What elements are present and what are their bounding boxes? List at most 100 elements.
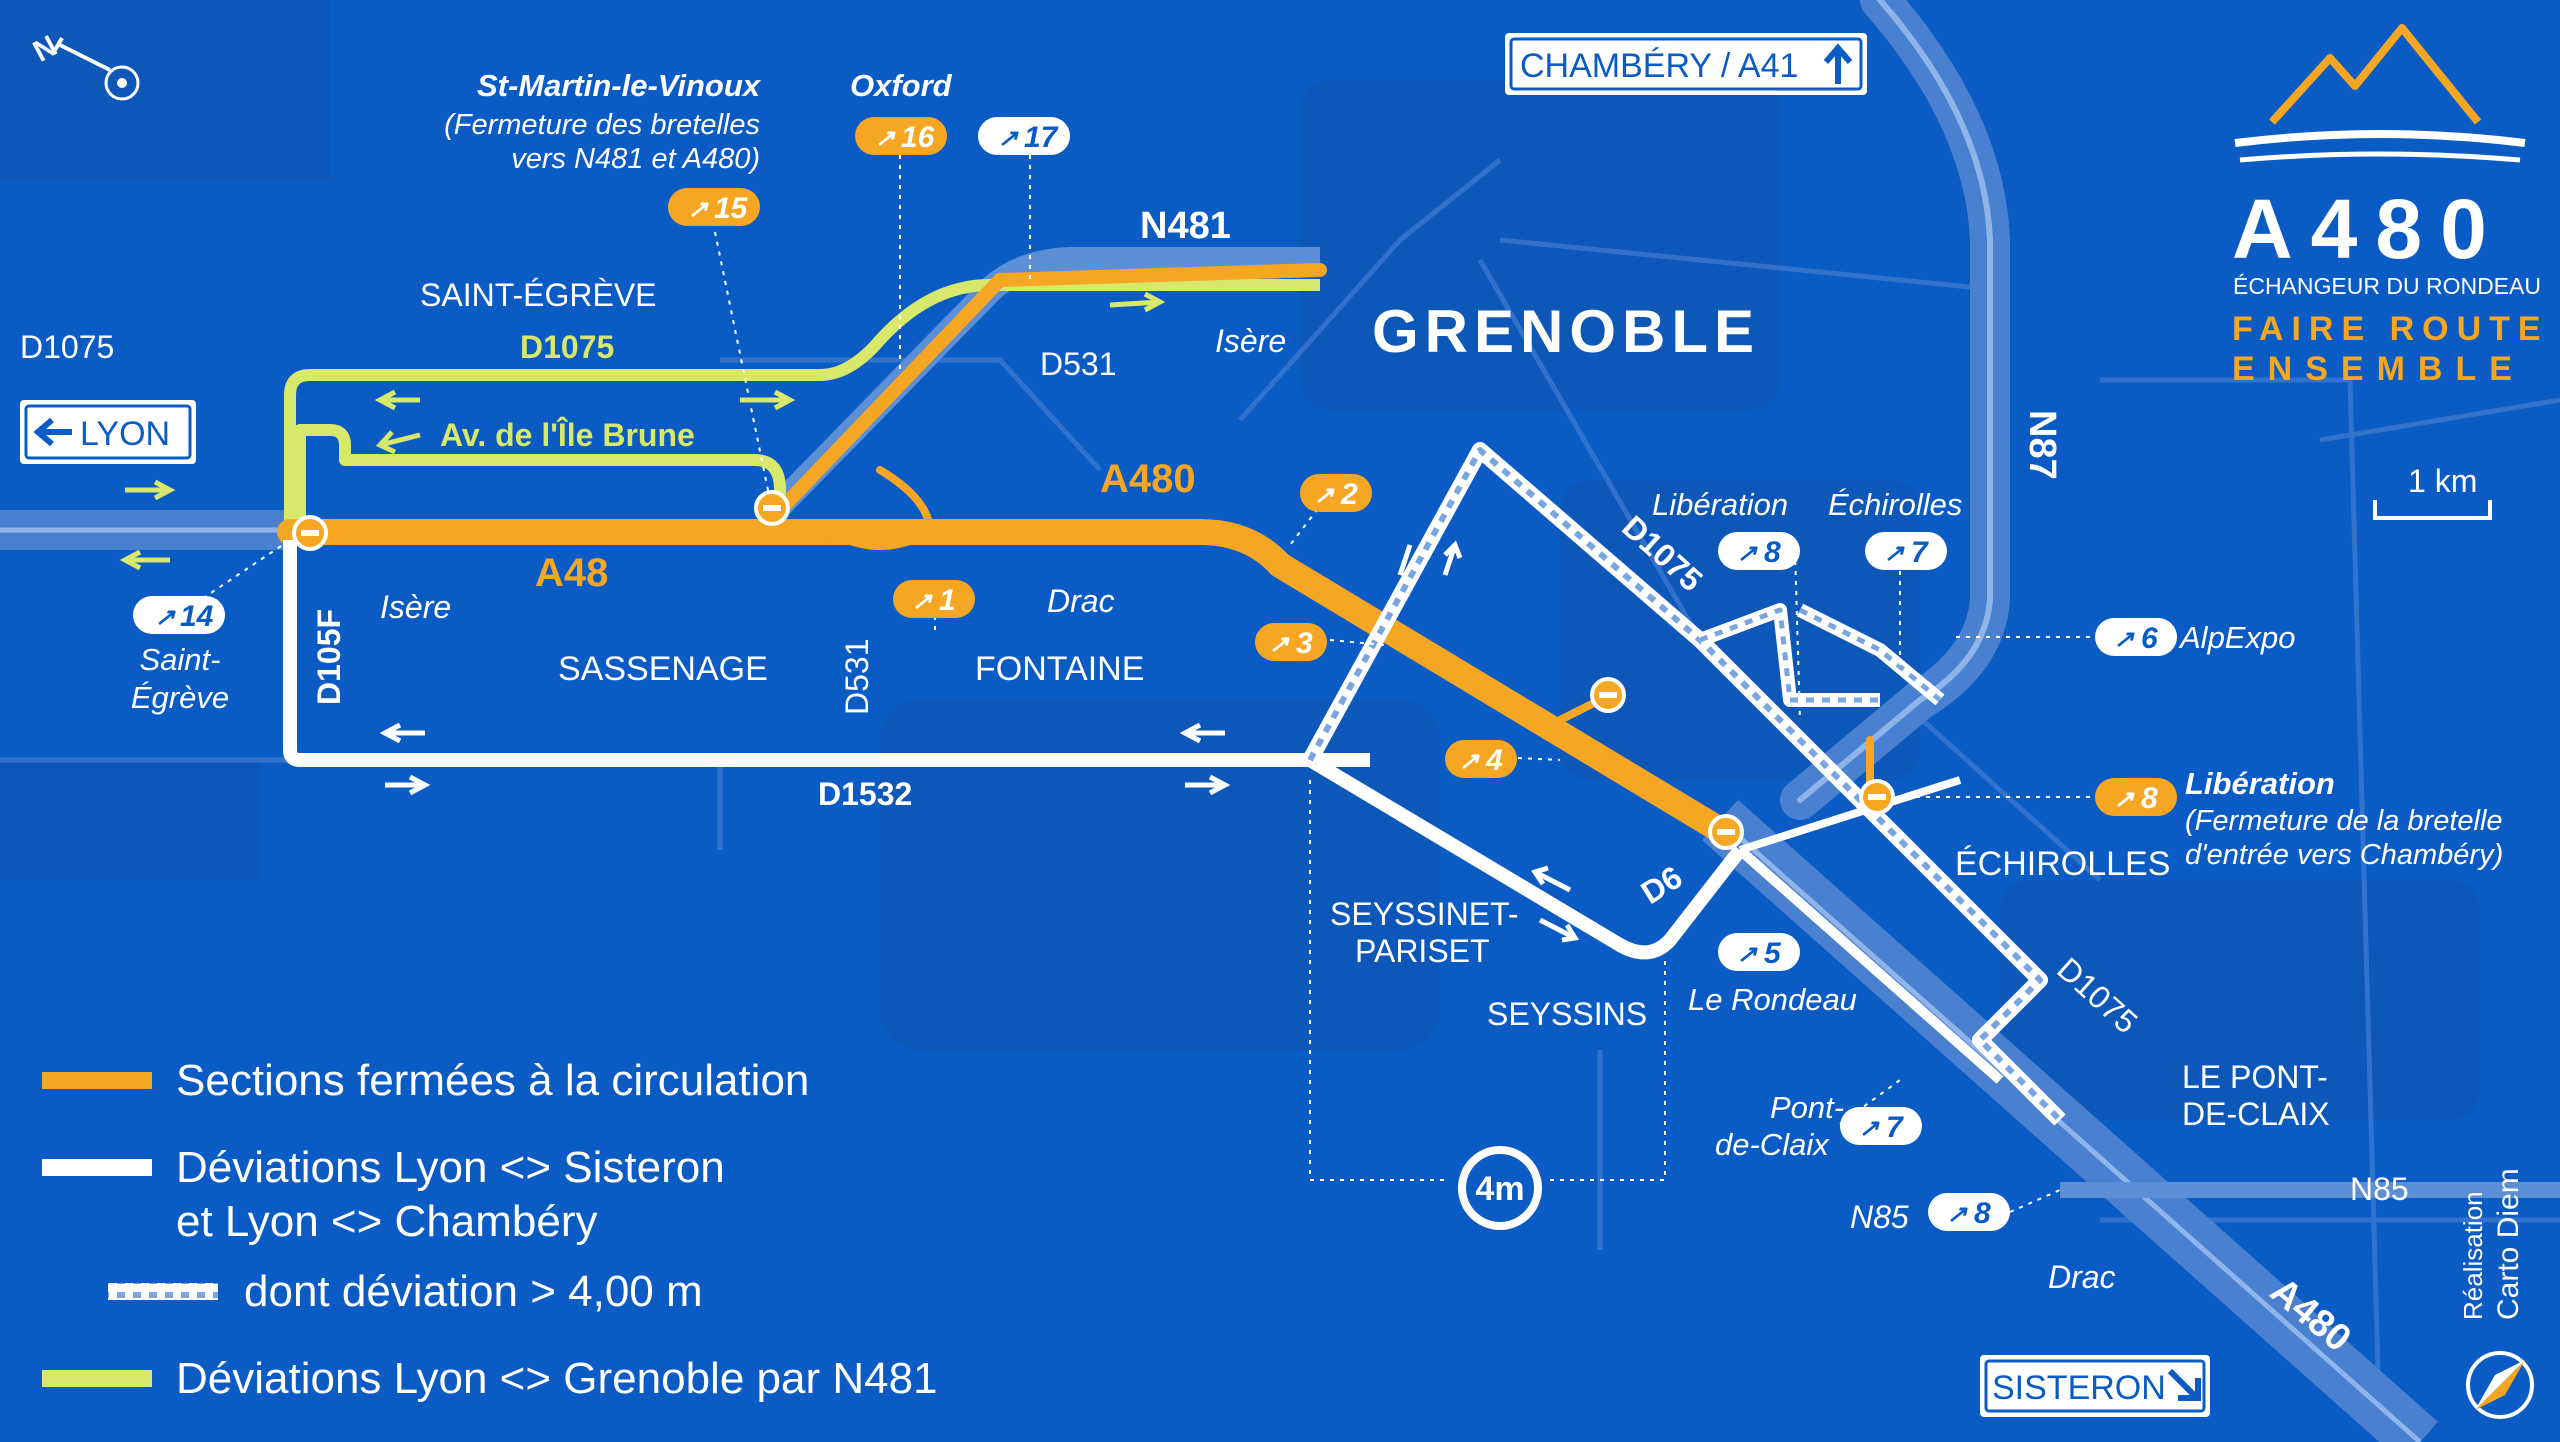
road-label-d6: D6 <box>1635 859 1689 911</box>
mountain-logo-icon <box>2269 24 2482 125</box>
svg-text:↗: ↗ <box>155 604 176 631</box>
svg-text:SISTERON: SISTERON <box>1992 1369 2166 1407</box>
exit-badge-17: ↗17 <box>978 117 1070 155</box>
brand-block: A480 ÉCHANGEUR DU RONDEAU FAIRE ROUTE EN… <box>2232 24 2549 388</box>
exit-badge-5: ↗5 <box>1718 933 1800 971</box>
road-label-d1532: D1532 <box>818 776 912 812</box>
svg-text:↗: ↗ <box>2114 786 2135 813</box>
road-label-n87: N87 <box>2021 410 2063 480</box>
svg-text:↗: ↗ <box>688 196 709 223</box>
exit-label-st-martin: St-Martin-le-Vinoux <box>477 68 762 103</box>
road-label-n481: N481 <box>1140 205 1231 247</box>
svg-text:1 km: 1 km <box>2408 463 2477 499</box>
exit-badge-1: ↗1 <box>893 580 975 618</box>
height-limit-sign: 4m <box>1458 1146 1542 1230</box>
highway-n481 <box>770 247 1320 515</box>
closure-marker <box>1859 779 1895 815</box>
closure-marker <box>1708 814 1744 850</box>
svg-text:16: 16 <box>901 121 935 154</box>
svg-text:7: 7 <box>1886 1111 1904 1144</box>
highway-a480-south <box>1702 799 2438 1442</box>
highway-a480-north <box>1780 0 2010 820</box>
place-label-saint-egreve: SAINT-ÉGRÈVE <box>420 277 657 313</box>
direction-arrows <box>119 291 1580 943</box>
svg-text:5: 5 <box>1764 937 1782 970</box>
place-label-pont-de-claix-1: LE PONT- <box>2182 1059 2328 1095</box>
exit-label-liberation-note2: d'entrée vers Chambéry) <box>2185 839 2503 871</box>
city-label-grenoble: GRENOBLE <box>1372 298 1760 365</box>
svg-text:8: 8 <box>1764 536 1781 569</box>
river-label-drac-1: Drac <box>1047 583 1115 619</box>
closure-marker <box>1590 677 1626 713</box>
legend-label-detour-high: dont déviation > 4,00 m <box>244 1267 703 1316</box>
svg-text:4: 4 <box>1485 744 1503 777</box>
compass-logo-icon <box>2466 1351 2534 1419</box>
legend: Sections fermées à la circulation Déviat… <box>42 1056 938 1403</box>
scale-bar: 1 km <box>2373 463 2492 520</box>
legend-swatch-detour <box>42 1159 152 1176</box>
closure-markers <box>292 490 1895 850</box>
place-label-seyssins: SEYSSINS <box>1487 996 1647 1032</box>
svg-text:↗: ↗ <box>1859 1115 1880 1142</box>
exit-badge-2: ↗2 <box>1300 474 1372 512</box>
exit-label-echirolles-top: Échirolles <box>1828 487 1962 522</box>
road-label-n85-left: N85 <box>1850 1199 1909 1235</box>
exit-label-saint-egreve-2: Égrève <box>131 680 229 715</box>
closed-sections <box>277 263 1874 843</box>
place-label-pariset: PARISET <box>1355 933 1490 969</box>
road-label-d1075-west: D1075 <box>20 329 114 365</box>
road-label-d531-south: D531 <box>839 639 875 716</box>
legend-label-detour-2: et Lyon <> Chambéry <box>176 1197 598 1246</box>
svg-text:↗: ↗ <box>1269 631 1290 658</box>
river-label-drac-2: Drac <box>2048 1259 2116 1295</box>
exit-badge-8c: ↗8 <box>1928 1193 2010 1231</box>
exit-label-saint-egreve-1: Saint- <box>140 642 221 677</box>
exit-label-alpexpo: AlpExpo <box>2178 620 2295 655</box>
place-label-pont-de-claix-2: DE-CLAIX <box>2182 1096 2330 1132</box>
background-blocks <box>0 0 2480 1120</box>
svg-text:6: 6 <box>2141 622 2158 655</box>
river-label-isere-1: Isère <box>1215 323 1286 359</box>
exit-label-st-martin-note2: vers N481 et A480) <box>511 143 760 175</box>
svg-text:14: 14 <box>180 600 214 633</box>
exit-badge-15: ↗15 <box>668 188 760 226</box>
svg-text:↗: ↗ <box>1737 540 1758 567</box>
svg-text:15: 15 <box>714 192 749 225</box>
svg-text:↗: ↗ <box>1314 482 1335 509</box>
credit: Réalisation Carto Diem <box>2458 1168 2534 1419</box>
svg-text:8: 8 <box>2141 782 2158 815</box>
svg-text:↗: ↗ <box>1884 540 1905 567</box>
legend-label-detour-n481: Déviations Lyon <> Grenoble par N481 <box>176 1354 938 1403</box>
detour-n481 <box>284 279 1320 530</box>
svg-text:LYON: LYON <box>80 415 170 453</box>
exit-name-labels: St-Martin-le-Vinoux (Fermeture des brete… <box>131 68 2503 1162</box>
credit-line1: Réalisation <box>2458 1191 2488 1320</box>
exit-badge-7b: ↗7 <box>1840 1107 1922 1145</box>
exit-label-st-martin-note1: (Fermeture des bretelles <box>444 109 760 141</box>
place-label-seyssinet: SEYSSINET- <box>1330 896 1519 932</box>
road-label-n85-right: N85 <box>2350 1171 2409 1207</box>
exit-label-liberation-top: Libération <box>1652 487 1788 522</box>
svg-text:↗: ↗ <box>875 125 896 152</box>
exit-label-liberation: Libération <box>2185 766 2335 801</box>
road-label-d531-north: D531 <box>1040 346 1117 382</box>
arrow-up-icon <box>1823 43 1853 84</box>
road-label-d105f: D105F <box>311 609 347 705</box>
legend-label-closed: Sections fermées à la circulation <box>176 1056 809 1105</box>
road-label-ile-brune: Av. de l'Île Brune <box>440 417 695 453</box>
exit-label-le-rondeau: Le Rondeau <box>1688 982 1857 1017</box>
road-label-a48: A48 <box>535 551 608 595</box>
exit-label-oxford: Oxford <box>850 68 953 103</box>
exit-label-liberation-note1: (Fermeture de la bretelle <box>2185 805 2503 837</box>
svg-text:7: 7 <box>1911 536 1929 569</box>
legend-label-detour-1: Déviations Lyon <> Sisteron <box>176 1143 725 1192</box>
sign-chambery: CHAMBÉRY / A41 <box>1505 33 1867 95</box>
brand-slogan-1: FAIRE ROUTE <box>2232 310 2549 348</box>
sign-sisteron: SISTERON <box>1980 1355 2210 1417</box>
road-label-a480: A480 <box>1100 457 1196 501</box>
arrow-left-icon <box>33 417 72 447</box>
exit-badge-7a: ↗7 <box>1865 532 1947 570</box>
svg-text:4m: 4m <box>1475 1170 1524 1208</box>
legend-swatch-closed <box>42 1072 152 1089</box>
svg-text:↗: ↗ <box>998 125 1019 152</box>
